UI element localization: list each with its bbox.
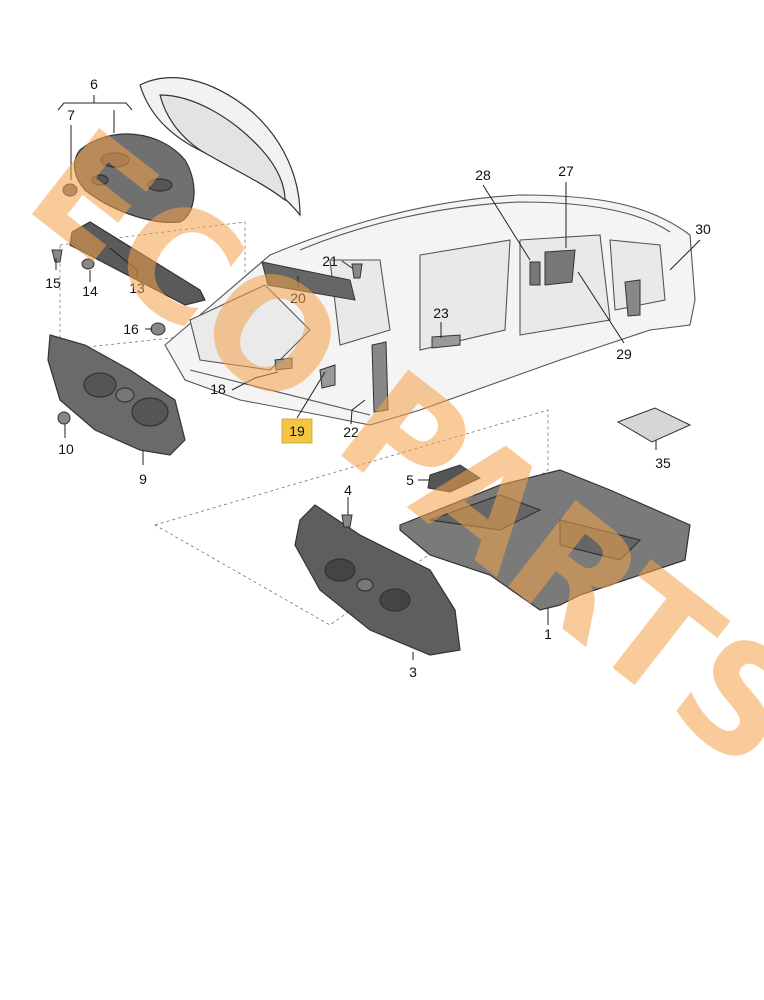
callout-18[interactable]: 18: [210, 381, 226, 397]
console-pad-part: [427, 464, 482, 493]
callout-16[interactable]: 16: [123, 321, 139, 337]
watermark: ECO PARTS: [0, 97, 764, 803]
callout-5[interactable]: 5: [406, 472, 414, 488]
hood-part: [139, 77, 301, 217]
floor-carpet-part: [399, 469, 691, 611]
callout-30[interactable]: 30: [695, 221, 711, 237]
cowl-seal-part: [69, 221, 206, 306]
clip-part-21: [351, 263, 363, 279]
callout-6[interactable]: 6: [90, 76, 98, 92]
clip-part-10: [57, 411, 71, 425]
callout-19[interactable]: 19: [289, 423, 305, 439]
callout-1[interactable]: 1: [544, 626, 552, 642]
callout-21[interactable]: 21: [322, 253, 338, 269]
body-pads: [261, 249, 641, 413]
callout-13[interactable]: 13: [129, 280, 145, 296]
callout-22[interactable]: 22: [343, 424, 359, 440]
callout-highlight-19: [281, 418, 313, 444]
callout-9[interactable]: 9: [139, 471, 147, 487]
watermark-text: ECO PARTS: [0, 97, 764, 803]
floor-mat-part: [616, 407, 692, 443]
clip-part-14: [81, 258, 95, 270]
callout-20[interactable]: 20: [290, 290, 306, 306]
callout-10[interactable]: 10: [58, 441, 74, 457]
callout-7[interactable]: 7: [67, 107, 75, 123]
callout-28[interactable]: 28: [475, 167, 491, 183]
clip-part-7: [62, 183, 78, 197]
callout-14[interactable]: 14: [82, 283, 98, 299]
callout-29[interactable]: 29: [616, 346, 632, 362]
firewall-insulation-part: [47, 334, 186, 456]
callout-23[interactable]: 23: [433, 305, 449, 321]
callout-3[interactable]: 3: [409, 664, 417, 680]
clip-part-4: [341, 514, 353, 528]
callout-27[interactable]: 27: [558, 163, 574, 179]
callout-35[interactable]: 35: [655, 455, 671, 471]
clip-part-15: [51, 249, 63, 263]
callout-15[interactable]: 15: [45, 275, 61, 291]
bulkhead-insulation-part: [294, 504, 461, 656]
hood-insulation-part: [74, 133, 195, 223]
leader-lines: [55, 95, 701, 660]
callout-4[interactable]: 4: [344, 482, 352, 498]
